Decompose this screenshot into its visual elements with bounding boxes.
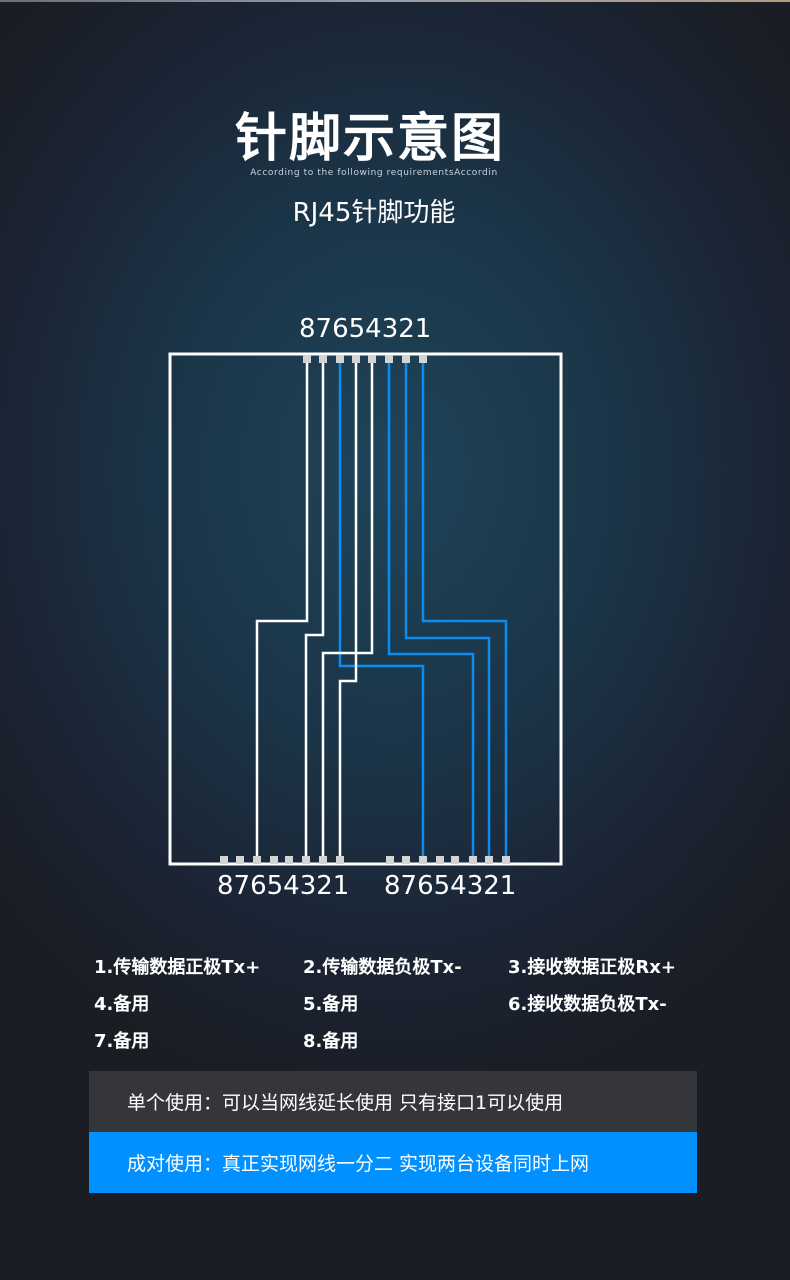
bottom-left-pin-numbers: 87654321	[217, 871, 350, 901]
top-pin	[402, 355, 410, 363]
blue-wire	[387, 360, 475, 860]
bottom-right-pin	[386, 856, 394, 864]
legend-item: 7.备用	[94, 1031, 150, 1052]
legend-item: 6.接收数据负极Tx-	[508, 994, 667, 1015]
white-wire	[255, 360, 309, 860]
bottom-right-pin	[469, 856, 477, 864]
blue-wire	[338, 360, 425, 860]
top-pin-numbers: 87654321	[299, 314, 432, 344]
white-wire	[304, 360, 325, 860]
top-pin	[319, 355, 327, 363]
top-pin	[303, 355, 311, 363]
bottom-left-pin	[302, 856, 310, 864]
bottom-right-pin	[451, 856, 459, 864]
bottom-right-pin-numbers: 87654321	[384, 871, 517, 901]
top-pin	[419, 355, 427, 363]
top-pin	[336, 355, 344, 363]
bottom-left-pin	[270, 856, 278, 864]
legend-item: 8.备用	[303, 1031, 359, 1052]
paired-use-note: 成对使用：真正实现网线一分二 实现两台设备同时上网	[89, 1132, 697, 1193]
top-pin	[368, 355, 376, 363]
page-subtitle: According to the following requirementsA…	[250, 168, 498, 178]
blue-wire	[404, 360, 491, 860]
bottom-left-pin	[319, 856, 327, 864]
bottom-right-pin	[436, 856, 444, 864]
connector-frame	[168, 352, 563, 866]
legend-item: 2.传输数据负极Tx-	[303, 957, 462, 978]
top-pin	[352, 355, 360, 363]
top-edge-line	[0, 0, 790, 2]
bottom-left-pin	[236, 856, 244, 864]
top-pin	[385, 355, 393, 363]
bottom-left-pin	[253, 856, 261, 864]
single-use-note: 单个使用：可以当网线延长使用 只有接口1可以使用	[89, 1071, 697, 1132]
bottom-right-pin	[419, 856, 427, 864]
legend-item: 5.备用	[303, 994, 359, 1015]
bottom-right-pin	[485, 856, 493, 864]
legend-item: 1.传输数据正极Tx+	[94, 957, 261, 978]
section-heading: RJ45针脚功能	[292, 198, 456, 228]
white-wire	[338, 360, 358, 860]
page-title: 针脚示意图	[234, 109, 505, 169]
bottom-right-pin	[402, 856, 410, 864]
legend-item: 3.接收数据正极Rx+	[508, 957, 676, 978]
bottom-left-pin	[220, 856, 228, 864]
bottom-right-pin	[502, 856, 510, 864]
legend-item: 4.备用	[94, 994, 150, 1015]
blue-wire	[421, 360, 508, 860]
bottom-left-pin	[285, 856, 293, 864]
bottom-left-pin	[336, 856, 344, 864]
white-wire	[321, 360, 374, 860]
